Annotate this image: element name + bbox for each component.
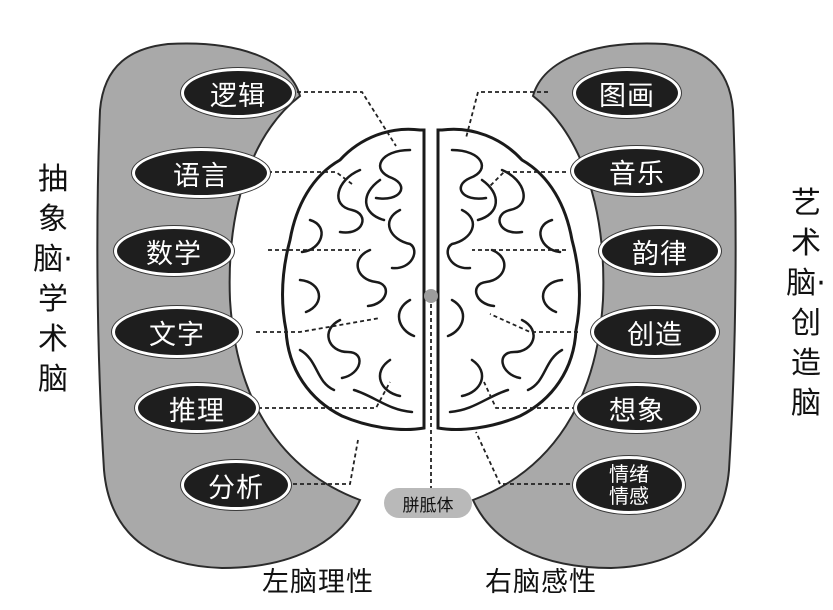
pill-reasoning: 推理 xyxy=(135,383,259,433)
corpus-callosum-label: 胼胝体 xyxy=(384,488,472,518)
left-group-label: 抽象脑·学术脑 xyxy=(33,162,73,397)
pill-emotion: 情绪 情感 xyxy=(573,456,685,514)
left-hemisphere xyxy=(281,127,426,431)
connector-lines xyxy=(256,91,584,488)
pill-rhythm: 韵律 xyxy=(599,226,721,276)
bottom-right-label: 右脑感性 xyxy=(485,567,597,598)
pill-logic: 逻辑 xyxy=(181,68,295,118)
pill-math: 数学 xyxy=(114,226,234,276)
pill-emotion-line2: 情感 xyxy=(609,484,649,508)
pill-language: 语言 xyxy=(132,148,270,198)
pill-emotion-line1: 情绪 xyxy=(609,462,649,486)
pill-creation: 创造 xyxy=(591,306,719,358)
left-gyri xyxy=(298,148,416,414)
right-hemisphere xyxy=(436,127,581,431)
pill-imagination: 想象 xyxy=(574,383,700,433)
right-group-label: 艺术脑·创造脑 xyxy=(786,186,826,421)
corpus-callosum-dot xyxy=(424,289,438,303)
pill-drawing: 图画 xyxy=(573,68,681,118)
pill-analysis: 分析 xyxy=(181,460,291,510)
right-gyri xyxy=(446,148,564,414)
bottom-left-label: 左脑理性 xyxy=(262,567,374,598)
pill-music: 音乐 xyxy=(571,146,703,196)
pill-writing: 文字 xyxy=(112,306,242,358)
